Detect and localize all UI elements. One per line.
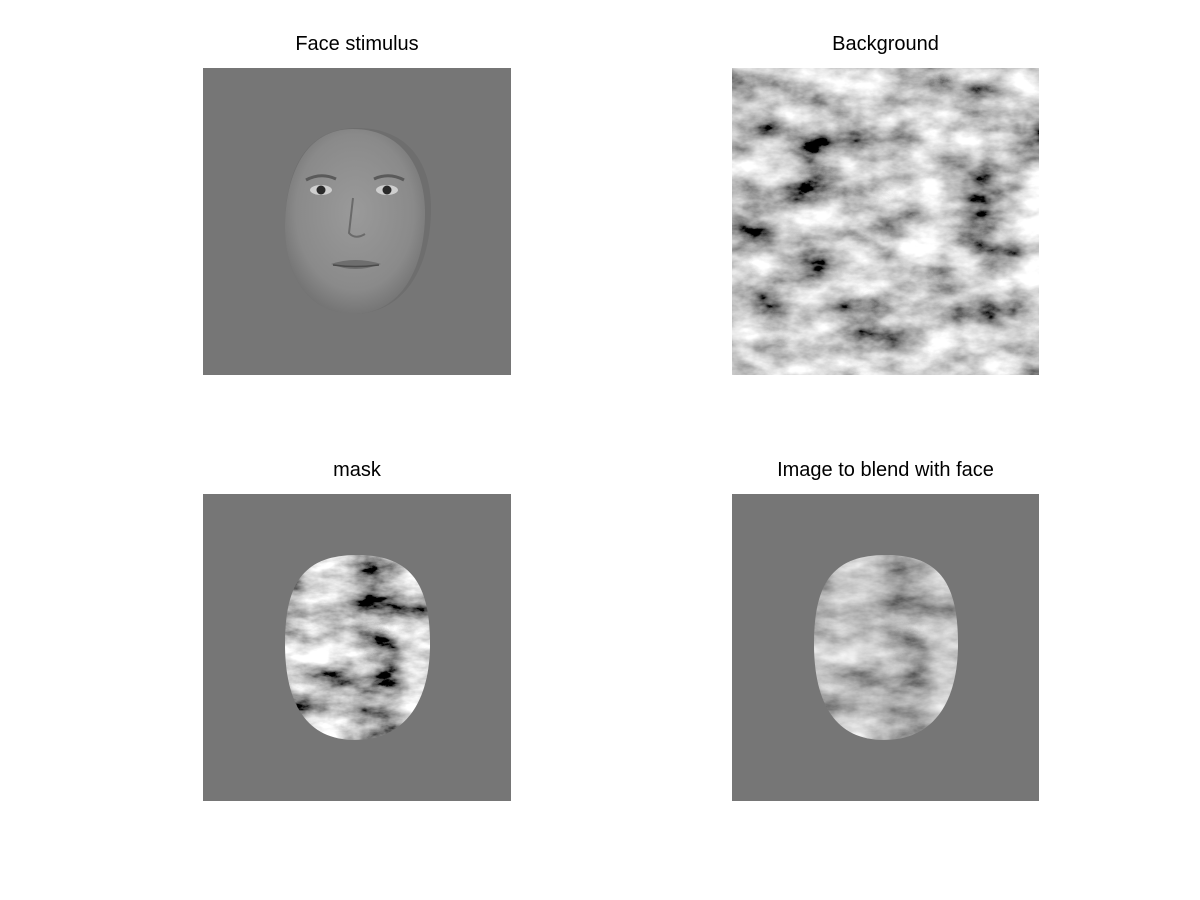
mask-image	[203, 494, 511, 801]
panel-title: Face stimulus	[295, 33, 419, 55]
background-noise-image	[732, 68, 1039, 375]
face-stimulus-image	[203, 68, 511, 375]
panel-title: Background	[832, 33, 939, 55]
panel-face-stimulus: Face stimulus	[203, 33, 511, 375]
panel-mask: mask	[203, 459, 511, 801]
panel-image-to-blend: Image to blend with face	[732, 459, 1039, 801]
panel-title: Image to blend with face	[777, 459, 994, 481]
panel-background: Background	[732, 33, 1039, 375]
panel-title: mask	[333, 459, 381, 481]
blend-image	[732, 494, 1039, 801]
